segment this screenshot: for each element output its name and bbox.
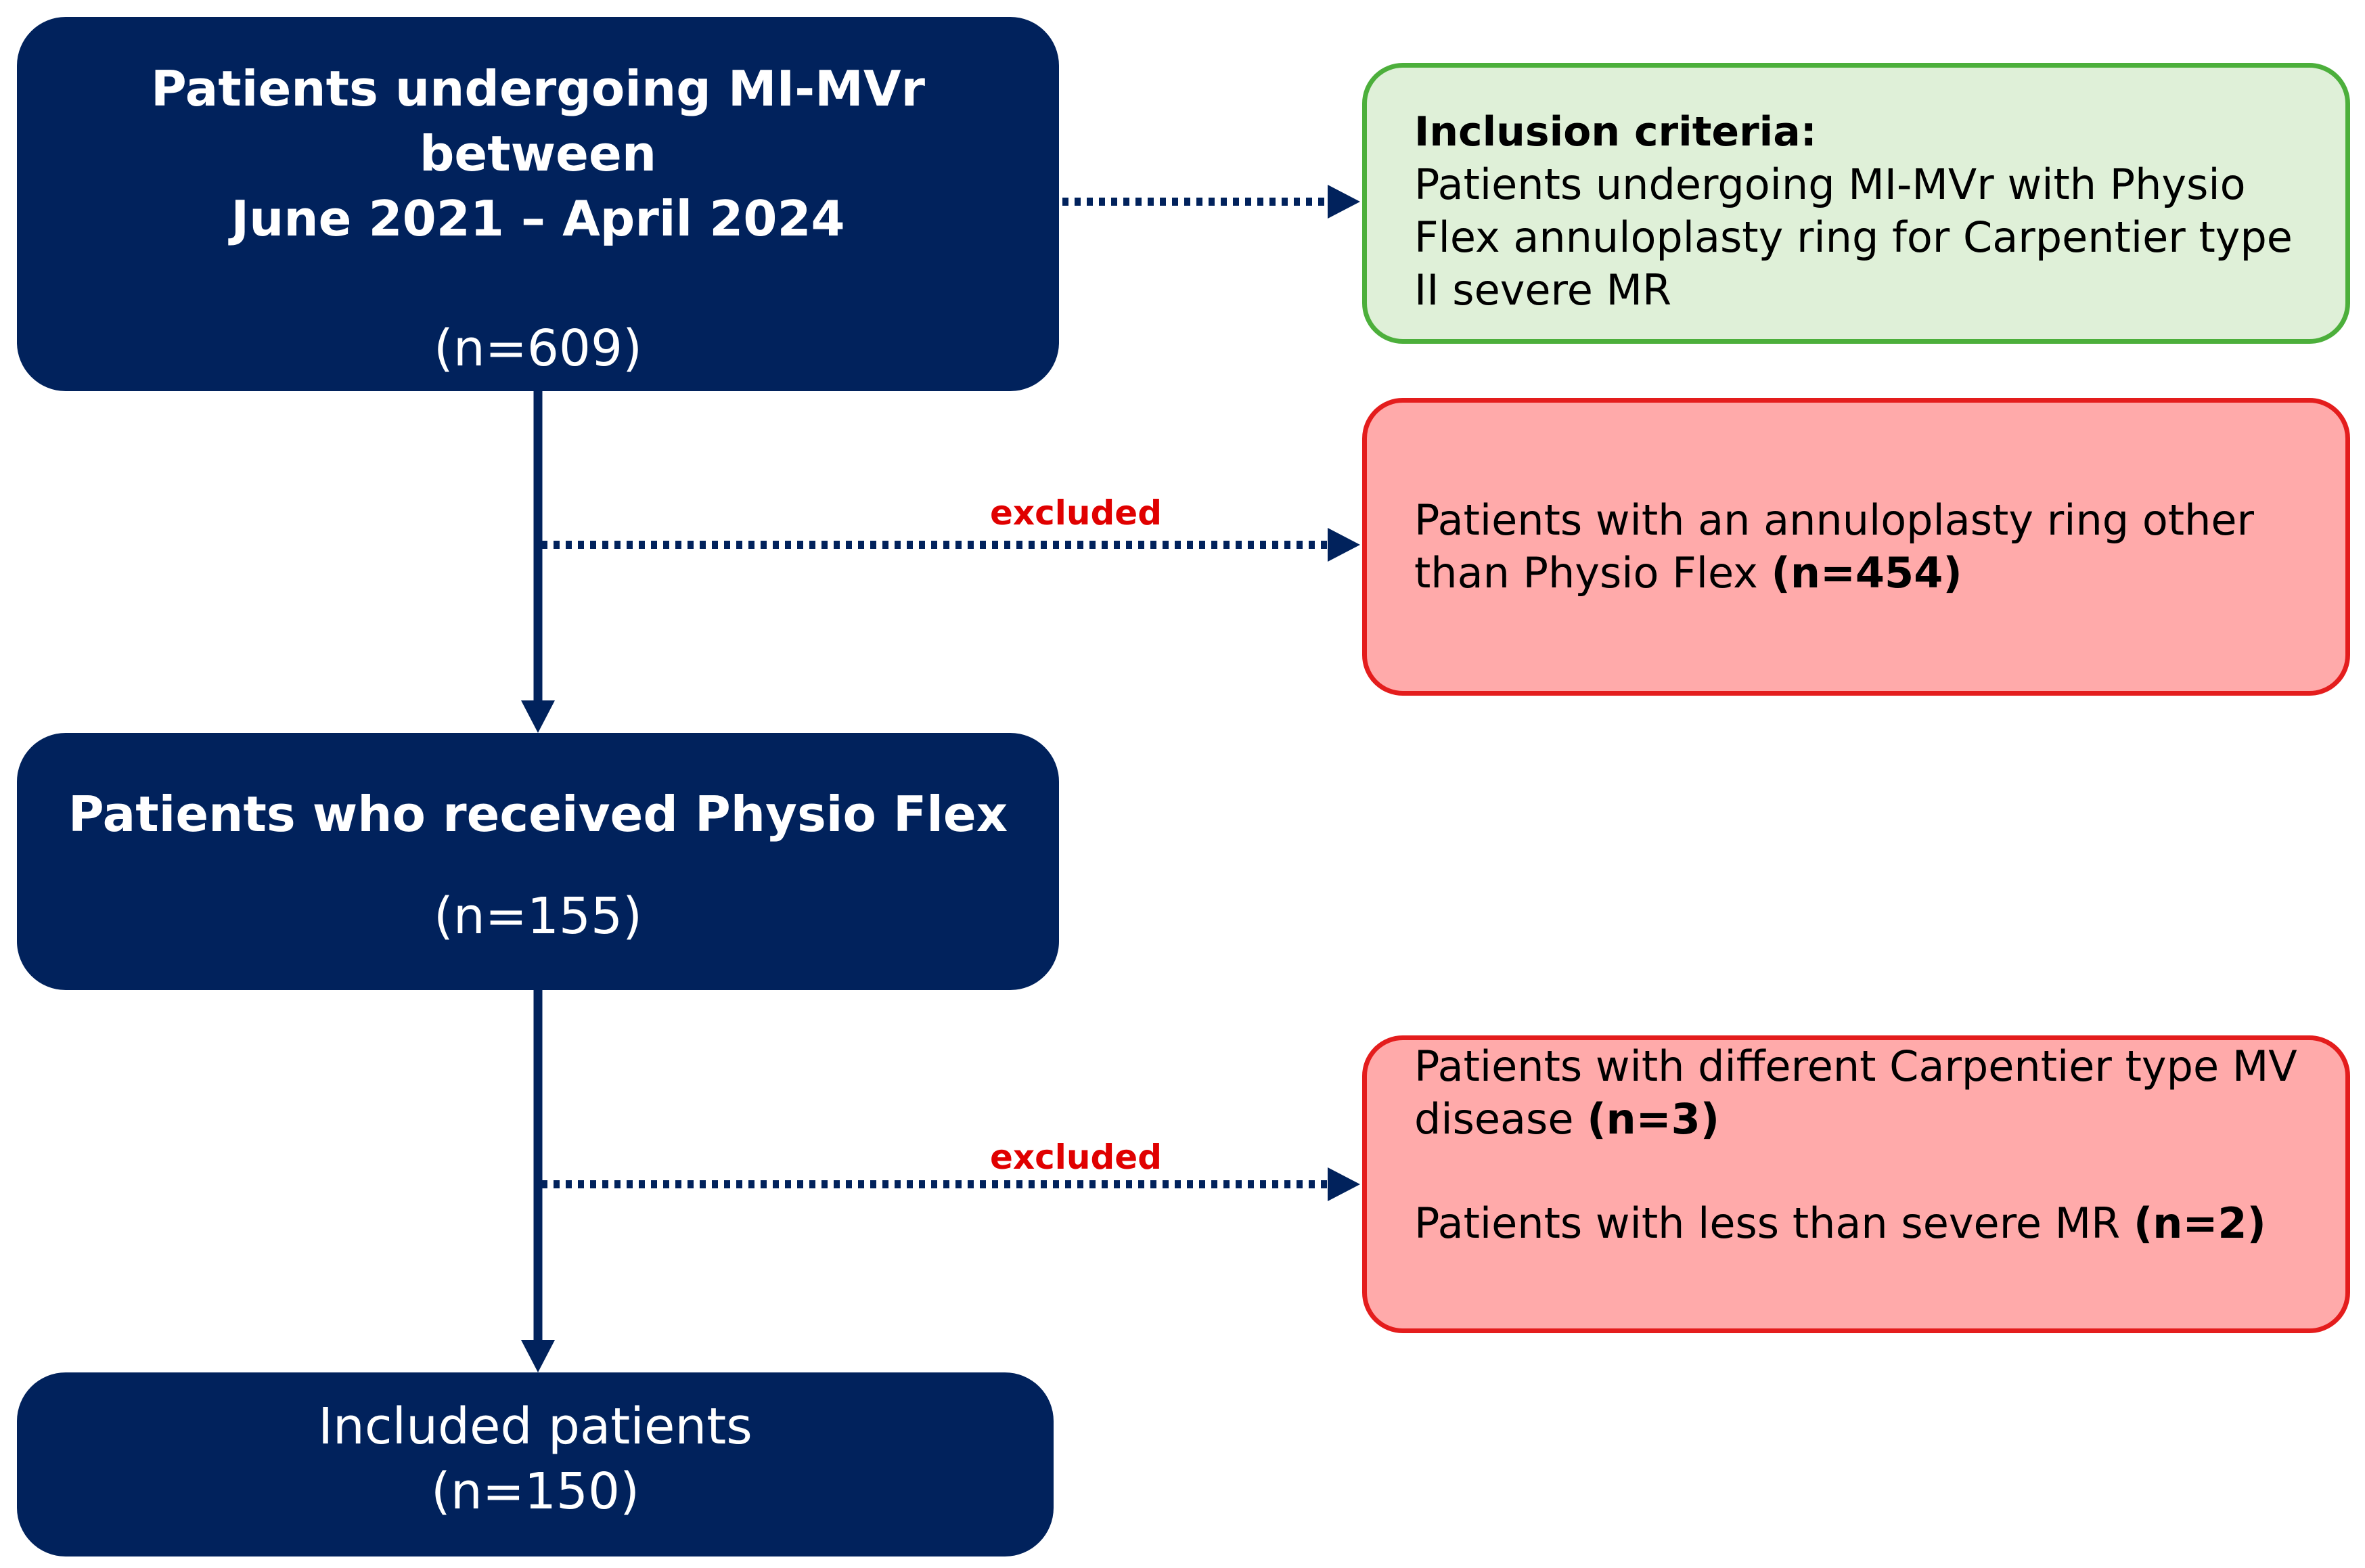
inclusion-heading: Inclusion criteria: [1414,108,1817,156]
box-all-patients: Patients undergoing MI-MVr between June … [17,17,1059,391]
arrowhead-inclusion [1328,185,1360,219]
arrowhead-box2 [521,700,555,733]
exclusion1-body: Patients with an annuloplasty ring other… [1414,494,2321,600]
exclusion1-count: (n=454) [1771,548,1962,598]
exclusion2-line1-count: (n=3) [1587,1094,1720,1144]
excluded-label-1: excluded [989,493,1163,533]
exclusion2-line2: Patients with less than severe MR (n=2) [1414,1197,2321,1250]
exclusion2-line2-text: Patients with less than severe MR [1414,1199,2134,1248]
box-physio-flex-patients: Patients who received Physio Flex (n=155… [17,733,1059,990]
box2-title: Patients who received Physio Flex [68,786,1008,843]
box1-line2: between [419,125,657,182]
box2-count: (n=155) [434,887,642,945]
arrowhead-exclusion2 [1328,1167,1360,1201]
arrowhead-exclusion1 [1328,528,1360,562]
box-included-patients: Included patients (n=150) [17,1372,1054,1556]
box1-line3: June 2021 – April 2024 [231,190,845,247]
exclusion1-text: Patients with an annuloplasty ring other… [1414,495,2254,598]
exclusion-box-ring: Patients with an annuloplasty ring other… [1362,398,2350,696]
exclusion2-line2-count: (n=2) [2133,1199,2266,1248]
box3-count: (n=150) [431,1462,639,1521]
exclusion2-line1-text: Patients with different Carpentier type … [1414,1041,2297,1144]
box1-count: (n=609) [434,319,642,378]
exclusion2-line1: Patients with different Carpentier type … [1414,1040,2321,1146]
box1-line1: Patients undergoing MI-MVr [150,60,926,117]
inclusion-text: Patients undergoing MI-MVr with Physio F… [1414,160,2293,315]
box3-title: Included patients [318,1397,752,1456]
arrowhead-box3 [521,1340,555,1372]
exclusion-box-disease: Patients with different Carpentier type … [1362,1035,2350,1333]
excluded-label-2: excluded [989,1138,1163,1177]
inclusion-criteria-box: Inclusion criteria: Patients undergoing … [1362,63,2350,344]
